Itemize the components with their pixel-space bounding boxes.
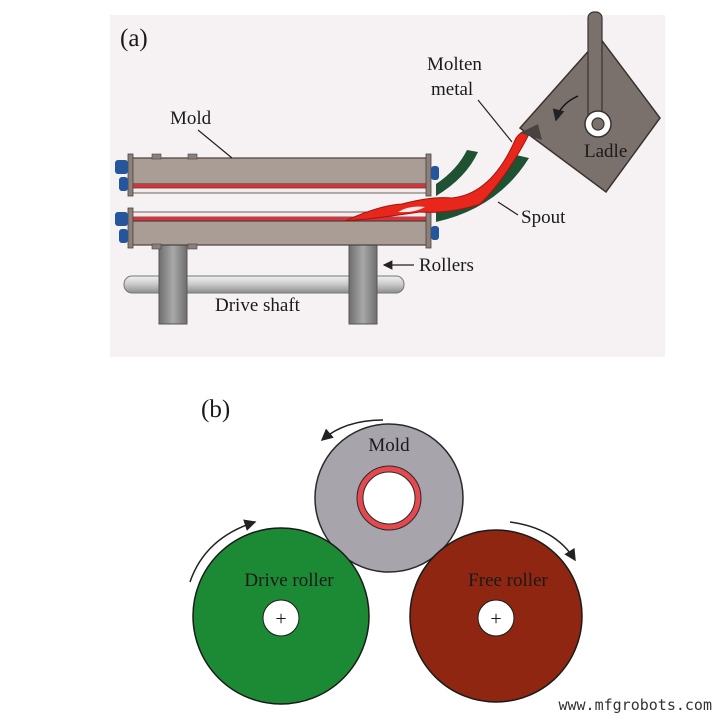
- rollers-label: Rollers: [419, 255, 474, 276]
- callout-molten-metal: Molten metal: [427, 54, 513, 143]
- mold-label-b: Mold: [368, 435, 410, 456]
- drive-roller-hub-plus: +: [275, 608, 286, 630]
- molten-metal-line-2: metal: [431, 79, 473, 100]
- mold-label-a: Mold: [170, 108, 212, 129]
- spout-label: Spout: [521, 207, 566, 228]
- molten-metal-leader: [477, 99, 513, 143]
- callout-mold: Mold: [170, 108, 233, 159]
- end-caps: [115, 160, 439, 243]
- mold-disc: Mold: [314, 423, 464, 573]
- panel-b-label: (b): [201, 396, 230, 423]
- callout-rollers: Rollers: [382, 255, 474, 276]
- callout-spout: Spout: [497, 201, 566, 228]
- mold-rotation-arrow: [320, 419, 384, 441]
- ladle: [518, 11, 661, 194]
- ladle-label: Ladle: [584, 141, 627, 162]
- free-roller-label: Free roller: [468, 570, 548, 591]
- spout-leader: [497, 201, 519, 216]
- drive-roller-rotation-arrow: [189, 519, 257, 583]
- roller-right: [348, 241, 378, 325]
- free-roller: + Free roller: [409, 529, 583, 703]
- free-roller-rotation-arrow: [509, 521, 576, 562]
- panel-a-label: (a): [120, 25, 148, 52]
- drive-shaft: [123, 275, 405, 294]
- watermark: www.mfgrobots.com: [558, 696, 712, 714]
- free-roller-hub-plus: +: [490, 608, 501, 630]
- mold-leader: [197, 129, 233, 159]
- drive-roller: + Drive roller: [192, 527, 370, 705]
- drive-shaft-label: Drive shaft: [215, 295, 301, 316]
- drive-roller-label: Drive roller: [244, 570, 334, 591]
- mold-cylinder: [127, 153, 432, 250]
- molten-metal-line-1: Molten: [427, 54, 482, 75]
- roller-left: [158, 241, 188, 325]
